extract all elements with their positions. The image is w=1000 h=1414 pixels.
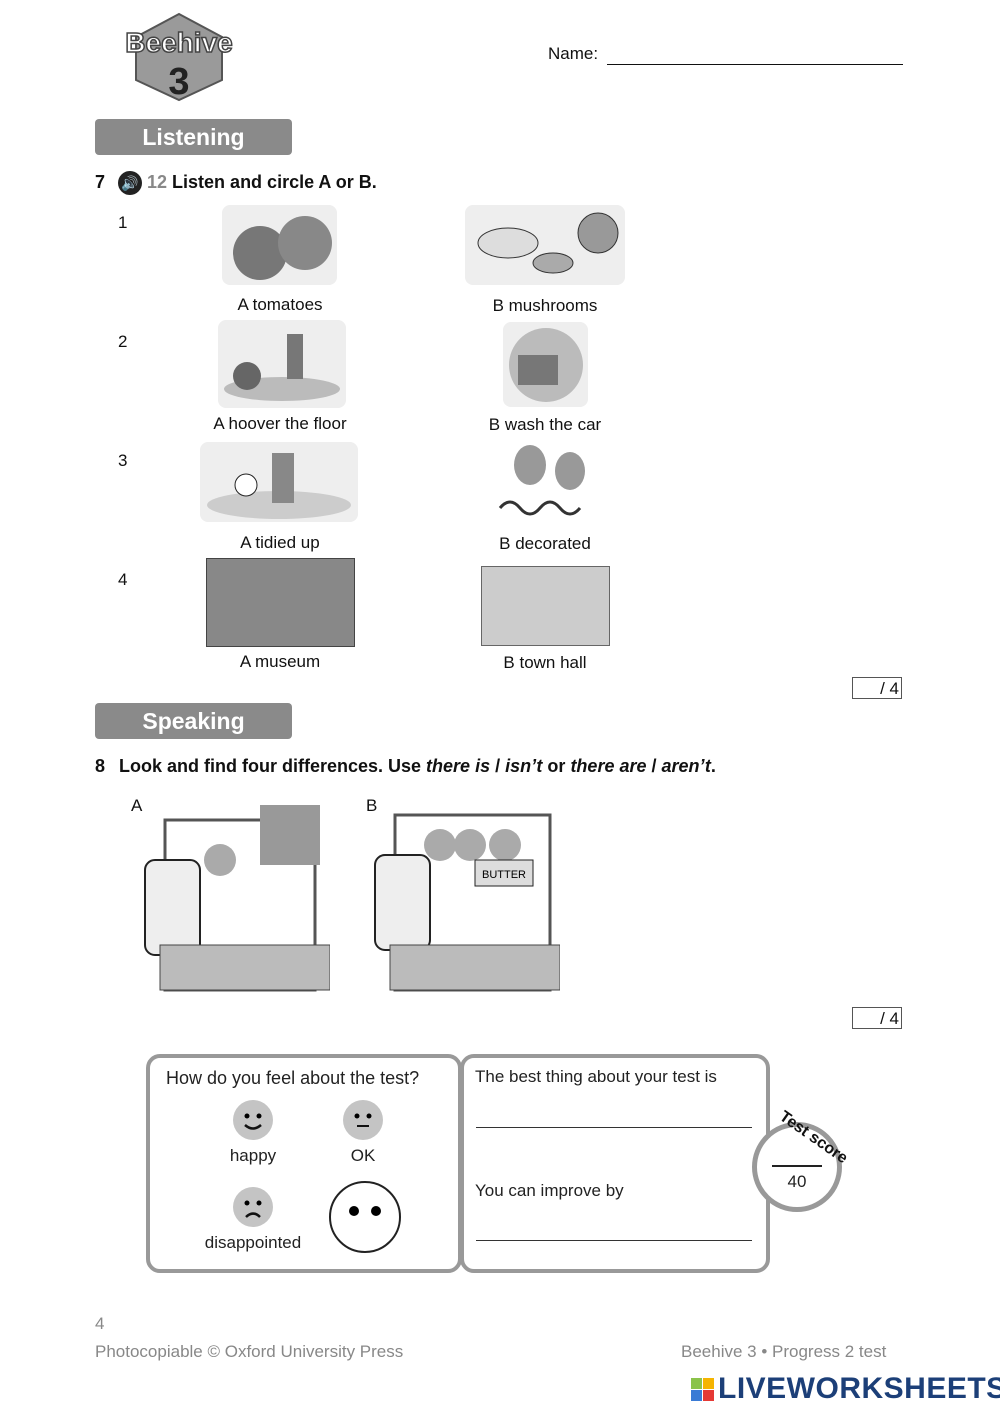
tidied-up-image[interactable] [200, 442, 358, 522]
picture-b-label: B [366, 796, 378, 815]
best-thing-label: The best thing about your test is [475, 1067, 717, 1086]
butter-label: BUTTER [482, 869, 526, 881]
improve-line[interactable] [476, 1240, 752, 1241]
item-number: 4 [118, 570, 128, 589]
question-8-number: 8 [95, 756, 106, 776]
listening-section-header: Listening [95, 119, 292, 155]
basket-b-image: BUTTER [370, 795, 561, 995]
score-fraction-line [772, 1165, 822, 1167]
item-number: 2 [118, 332, 128, 351]
question-8-instruction: Look and find four differences. Use ther… [119, 756, 716, 776]
listening-score-box[interactable]: / 4 [852, 677, 902, 699]
beehive-logo: Beehive 3 [112, 12, 247, 103]
option-a-label[interactable]: A tomatoes [237, 295, 323, 314]
disappointed-label: disappointed [204, 1233, 302, 1252]
happy-label: happy [229, 1146, 277, 1165]
test-total: 40 [787, 1172, 807, 1191]
name-input-line[interactable] [607, 64, 903, 65]
decorated-balloons-image[interactable] [492, 442, 597, 522]
blank-face-icon[interactable] [329, 1181, 401, 1253]
option-b-label[interactable]: B wash the car [488, 415, 602, 434]
museum-image[interactable] [206, 558, 355, 647]
item-number: 1 [118, 213, 128, 232]
feelings-panel [146, 1054, 462, 1273]
copyright: Photocopiable © Oxford University Press [95, 1342, 404, 1361]
picture-a-label: A [131, 796, 143, 815]
option-b-label[interactable]: B town hall [503, 653, 587, 672]
audio-icon[interactable]: 🔊 [118, 171, 142, 195]
option-b-label[interactable]: B mushrooms [492, 296, 598, 315]
liveworksheets-brand[interactable]: LIVEWORKSHEETS [718, 1372, 1000, 1405]
basket-a-image [140, 795, 331, 995]
option-a-label[interactable]: A museum [239, 652, 321, 671]
town-hall-image[interactable] [481, 566, 610, 646]
question-7-instruction: Listen and circle A or B. [172, 172, 377, 192]
tomatoes-image[interactable] [222, 205, 337, 285]
option-a-label[interactable]: A hoover the floor [213, 414, 347, 433]
page-number: 4 [95, 1314, 105, 1333]
question-7-number: 7 [95, 172, 106, 192]
item-number: 3 [118, 451, 128, 470]
wash-car-image[interactable] [503, 322, 588, 407]
happy-face-icon[interactable] [233, 1100, 273, 1140]
test-name: Beehive 3 • Progress 2 test [681, 1342, 887, 1361]
speaking-section-header: Speaking [95, 703, 292, 739]
improve-label: You can improve by [475, 1181, 624, 1200]
mushrooms-image[interactable] [465, 205, 625, 285]
track-number: 12 [147, 172, 168, 192]
test-score-circle[interactable] [752, 1122, 842, 1212]
feelings-question: How do you feel about the test? [166, 1068, 420, 1088]
hoover-floor-image[interactable] [218, 320, 346, 408]
ok-face-icon[interactable] [343, 1100, 383, 1140]
speaking-score-box[interactable]: / 4 [852, 1007, 902, 1029]
disappointed-face-icon[interactable] [233, 1187, 273, 1227]
svg-text:Beehive: Beehive [125, 27, 232, 58]
best-thing-line[interactable] [476, 1127, 752, 1128]
ok-label: OK [350, 1146, 376, 1165]
comments-panel [460, 1054, 770, 1273]
option-b-label[interactable]: B decorated [499, 534, 591, 553]
option-a-label[interactable]: A tidied up [240, 533, 320, 552]
name-label: Name: [548, 44, 599, 63]
svg-text:3: 3 [168, 61, 189, 102]
liveworksheets-logo-icon [690, 1377, 716, 1403]
